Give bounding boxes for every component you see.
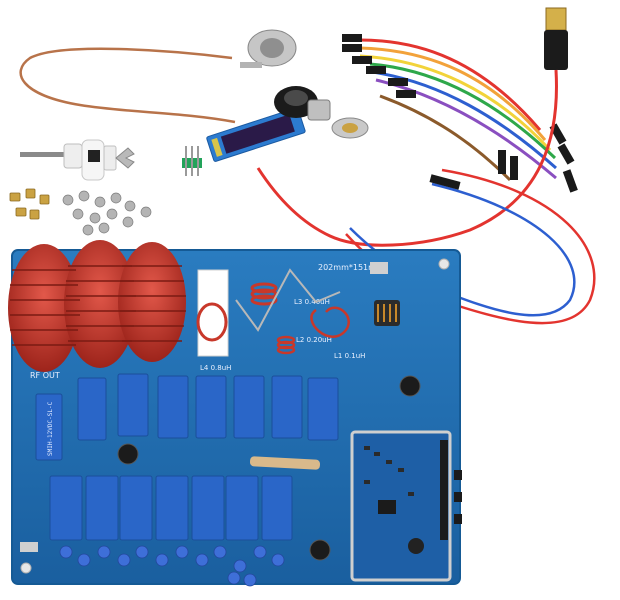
rf-out-label: RF OUT [30, 371, 60, 380]
dc-barrel-plug-icon [544, 7, 568, 70]
wooden-strip [249, 456, 321, 470]
jumper-wire-icon [359, 38, 557, 182]
toroid-icon [8, 240, 186, 372]
ceramic-insulator [20, 139, 135, 181]
ceramic-capacitors [59, 545, 285, 587]
pin-header [182, 146, 202, 176]
oled-display-icon [206, 107, 306, 162]
electrolytic-capacitors [117, 375, 421, 561]
smd-inductor [374, 300, 400, 326]
control-module [350, 430, 462, 582]
l3-label: L3 0.40uH [294, 298, 330, 306]
air-coil-l4 [196, 302, 228, 342]
screw-pile [62, 190, 152, 236]
l4-label: L4 0.8uH [200, 364, 231, 372]
l1-label: L1 0.1uH [334, 352, 365, 360]
edge-pads [20, 262, 388, 552]
relay-icon [35, 373, 339, 461]
air-coil-l3 [250, 282, 278, 306]
copper-wire [19, 47, 236, 124]
brass-standoffs [9, 188, 50, 220]
air-coil-l1 [310, 306, 350, 338]
relay-row-lower [49, 475, 293, 541]
relay-marking: SMIH-12VDC-SL-C [47, 401, 54, 456]
wing-nut-icon [115, 147, 135, 169]
l2-label: L2 0.20uH [296, 336, 332, 344]
board-size-label: 202mm*151mm [318, 263, 384, 272]
red-power-lead [256, 69, 558, 247]
air-coil-l2 [276, 335, 296, 355]
rf-connector-icon [240, 29, 369, 139]
pcb-board: 202mm*151mm RF OUT L3 0.40uH L2 0.20uH L… [8, 240, 462, 587]
